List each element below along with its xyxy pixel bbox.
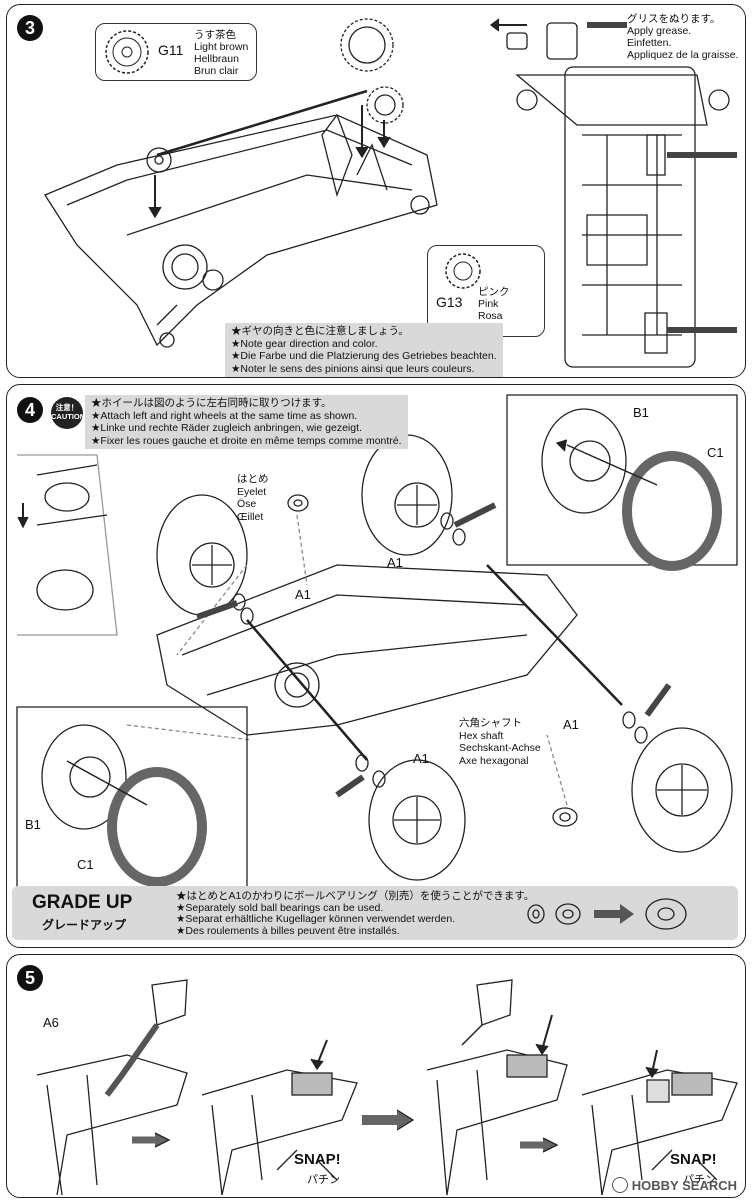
grade-up-text: ★はとめとA1のかわりにボールベアリング（別売）を使うことができます。 ★Sep… (176, 890, 535, 937)
g13-en: Pink (478, 298, 499, 310)
hex-en: Hex shaft (459, 729, 504, 742)
part-label-b1: B1 (25, 817, 41, 832)
eyelet-jp: はとめ (237, 473, 269, 485)
g11-fr: Brun clair (194, 65, 239, 77)
note-line: ★Attach left and right wheels at the sam… (91, 409, 358, 422)
wheel-attach-note: ★ホイールは図のように左右同時に取りつけます。 ★Attach left and… (85, 395, 408, 449)
gear-icon (445, 253, 481, 289)
grade-up-line: ★Separat erhältliche Kugellager können v… (176, 913, 456, 925)
snap-jp-label: パチン (683, 1174, 716, 1186)
grade-up-subtitle: グレードアップ (42, 918, 127, 932)
caution-badge: 注意！ CAUTION (51, 397, 86, 429)
caution-jp: 注意！ (55, 403, 79, 412)
g13-jp: ピンク (478, 286, 510, 298)
grade-up-line: ★Separately sold ball bearings can be us… (176, 901, 384, 914)
grease-jp: グリスをぬります。 (627, 13, 721, 25)
step-3-panel: 3 (6, 4, 746, 378)
grease-instruction: グリスをぬります。 Apply grease. Einfetten. Appli… (627, 13, 739, 61)
g13-callout: G13 ピンク Pink Rosa Rose (427, 245, 545, 337)
note-line: ★Die Farbe und die Platzierung des Getri… (231, 350, 497, 362)
grease-fr: Appliquez de la graisse. (627, 49, 739, 61)
g11-en: Light brown (194, 41, 249, 53)
eyelet-fr: Œillet (237, 510, 264, 523)
g11-code: G11 (158, 42, 184, 58)
g13-code: G13 (436, 294, 463, 310)
eyelet-label: はとめ Eyelet Öse Œillet (237, 473, 269, 523)
grade-up-line: ★Des roulements à billes peuvent être in… (176, 924, 400, 937)
g11-jp: うす茶色 (194, 29, 236, 41)
g11-callout: G11 うす茶色 Light brown Hellbraun Brun clai… (95, 23, 257, 81)
note-line: ★ギヤの向きと色に注意しましょう。 (231, 325, 409, 337)
part-label-c1: C1 (707, 445, 724, 460)
snap-label: SNAP! (670, 1151, 717, 1168)
step-4-panel: 4 注意！ CAUTION (6, 384, 746, 948)
step-5-panel: 5 A6 (6, 954, 746, 1198)
g11-labels: うす茶色 Light brown Hellbraun Brun clair (194, 29, 248, 77)
hex-jp: 六角シャフト (459, 717, 522, 729)
step-number: 3 (17, 15, 43, 41)
gear-icon (105, 30, 149, 74)
eyelet-de: Öse (237, 498, 257, 510)
watermark: HOBBY SEARCH (611, 1177, 737, 1193)
bearing-swap-icon (527, 898, 687, 930)
step-5-illustration (36, 979, 738, 1196)
grade-up-title: GRADE UP (32, 892, 133, 913)
grease-en: Apply grease. (627, 25, 692, 37)
step-3-illustration (44, 18, 737, 368)
step-4-illustration (16, 394, 738, 908)
note-line: ★Note gear direction and color. (231, 337, 378, 350)
hex-de: Sechskant-Achse (459, 742, 541, 754)
step-number: 4 (17, 397, 43, 423)
g13-de: Rosa (478, 310, 503, 322)
note-line: ★Linke und rechte Räder zugleich anbring… (91, 422, 362, 434)
eyelet-en: Eyelet (237, 485, 267, 498)
snap-label: SNAP! (294, 1151, 341, 1168)
snap-jp-label: パチン (307, 1174, 340, 1186)
caution-en: CAUTION (51, 412, 86, 421)
grade-up-box: GRADE UP グレードアップ ★はとめとA1のかわりにボールベアリング（別売… (12, 886, 738, 940)
part-label-a1: A1 (413, 751, 429, 766)
part-label-c1: C1 (77, 857, 94, 872)
grease-de: Einfetten. (627, 37, 672, 49)
part-label-a1: A1 (563, 717, 579, 732)
hex-shaft-label: 六角シャフト Hex shaft Sechskant-Achse Axe hex… (459, 717, 541, 767)
grade-up-line: ★はとめとA1のかわりにボールベアリング（別売）を使うことができます。 (176, 890, 535, 902)
part-label-b1: B1 (633, 405, 649, 420)
part-label-a6: A6 (43, 1015, 59, 1030)
part-label-a1: A1 (387, 555, 403, 570)
logo-icon (611, 1177, 628, 1193)
hex-fr: Axe hexagonal (459, 754, 529, 767)
g11-de: Hellbraun (194, 53, 239, 65)
part-label-a1: A1 (295, 587, 311, 602)
note-line: ★Fixer les roues gauche et droite en mêm… (91, 434, 402, 447)
note-line: ★Noter le sens des pinions ainsi que leu… (231, 362, 475, 375)
step-number: 5 (17, 965, 43, 991)
note-line: ★ホイールは図のように左右同時に取りつけます。 (91, 397, 332, 409)
gear-direction-note: ★ギヤの向きと色に注意しましょう。 ★Note gear direction a… (225, 323, 503, 377)
watermark-text: HOBBY SEARCH (631, 1178, 737, 1193)
